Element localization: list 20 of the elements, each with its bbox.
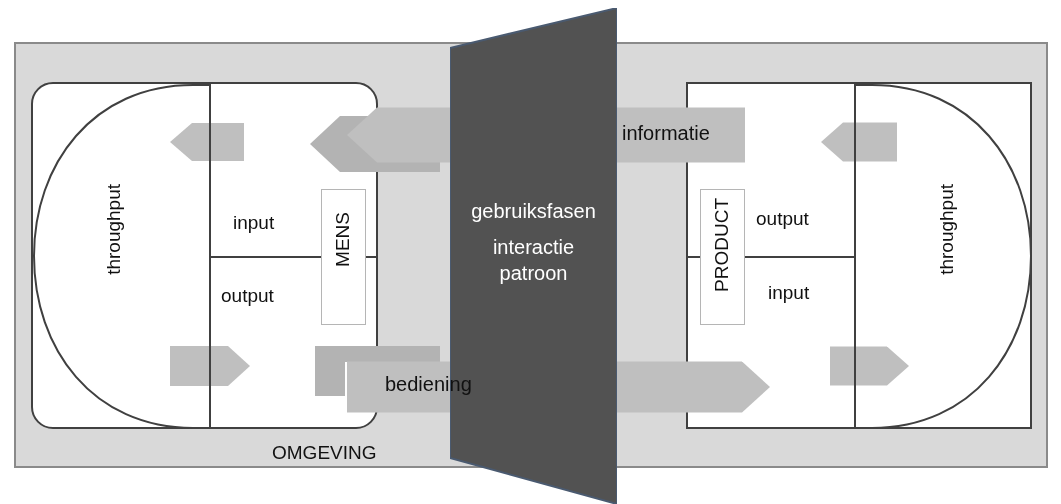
flow-arrow xyxy=(170,346,250,386)
label-text: gebruiksfasen xyxy=(470,199,597,224)
throughput-region xyxy=(33,84,209,429)
label-text: OMGEVING xyxy=(272,442,377,464)
flow-arrow xyxy=(170,123,244,161)
label-text: MENS xyxy=(332,212,354,267)
label-text: throughput xyxy=(103,184,125,275)
throughput-region xyxy=(856,84,1032,429)
label-text: output xyxy=(756,208,809,230)
label-text: output xyxy=(221,285,274,307)
label-box xyxy=(700,189,745,325)
label-text: interactie patroon xyxy=(491,235,576,286)
label-text: input xyxy=(768,282,810,304)
flow-arrow xyxy=(821,122,897,162)
label-text: input xyxy=(233,212,275,234)
edge-label: informatie xyxy=(622,122,710,145)
label-text: PRODUCT xyxy=(711,198,733,292)
flow-arrow xyxy=(830,346,909,386)
label-box xyxy=(321,189,366,325)
label-text: throughput xyxy=(936,184,958,275)
